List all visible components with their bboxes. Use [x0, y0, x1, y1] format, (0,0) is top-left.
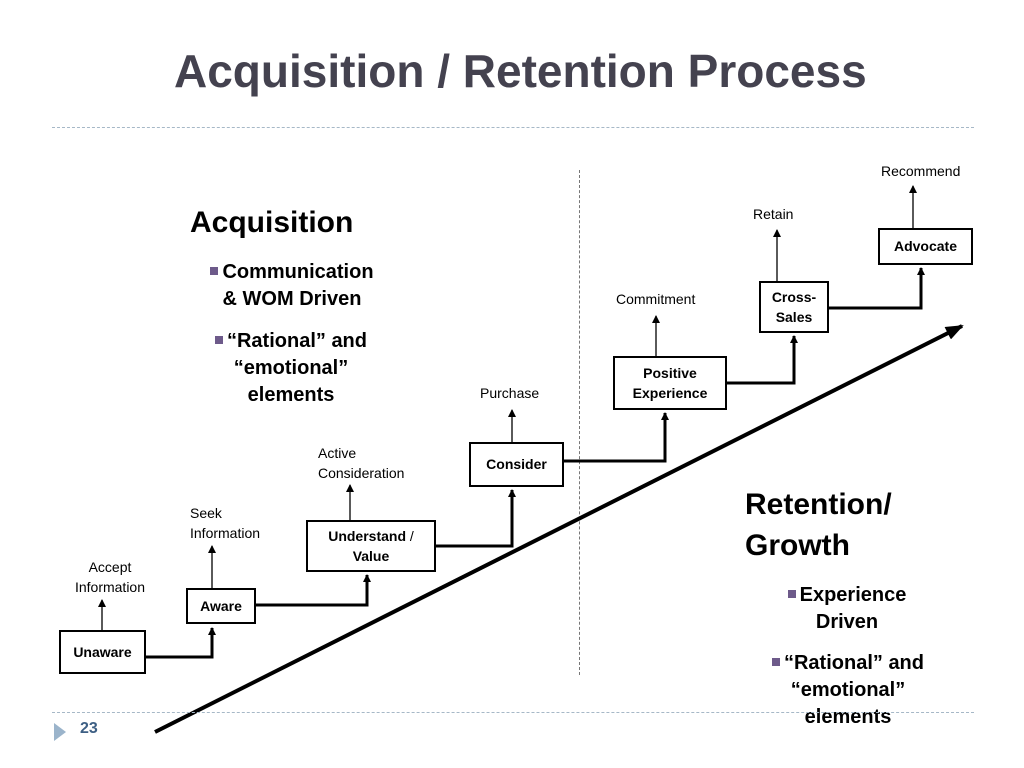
retention-heading: Retention/ Growth [745, 484, 892, 567]
bullet-square-icon [787, 590, 796, 598]
connector-understand-consider [436, 489, 516, 548]
acq-bullet1-line1: Communication [222, 261, 374, 283]
stage-unaware-label: Unaware [73, 643, 132, 660]
bullet-square-icon [214, 336, 223, 344]
acq-bullet2-line1: “Rational” and [226, 330, 367, 352]
acq-bullet2-line2: “emotional” [233, 357, 349, 379]
stage-aware-label: Aware [200, 597, 242, 614]
action-seek-line1: Seek [190, 505, 222, 521]
action-seek-information: Seek Information [190, 503, 260, 544]
acquisition-bullet-rational: “Rational” and “emotional” elements [196, 328, 386, 409]
stage-value-label: Value [352, 548, 390, 564]
action-purchase: Purchase [480, 385, 540, 401]
action-retain: Retain [753, 206, 794, 222]
stage-cross-label: Cross- [771, 288, 817, 305]
stage-positive-label: Positive [643, 364, 697, 381]
action-accept-line1: Accept [88, 559, 132, 575]
slide-arrow-icon [54, 723, 66, 741]
retention-bullet-rational: “Rational” and “emotional” elements [753, 650, 943, 731]
connector-aware-understand [256, 574, 371, 607]
retention-bullet-experience: Experience Driven [772, 582, 922, 636]
bottom-divider-line [52, 712, 974, 713]
stage-experience-label: Experience [632, 385, 708, 401]
stage-cross-sales: Cross- Sales [759, 281, 829, 333]
ret-bullet1-line1: Experience [799, 584, 907, 606]
connector-cross-advocate [829, 267, 925, 310]
connector-unaware-aware [146, 627, 216, 659]
ret-bullet2-line2: “emotional” [790, 679, 906, 701]
stage-consider: Consider [469, 442, 564, 487]
page-title: Acquisition / Retention Process [174, 45, 867, 97]
retention-heading-line2: Growth [745, 529, 850, 563]
action-active-consideration: Active Consideration [318, 443, 404, 484]
stage-understand-label: Understand [328, 527, 406, 544]
bullet-square-icon [210, 267, 219, 275]
acquisition-bullet-communication: Communication & WOM Driven [196, 259, 388, 313]
stage-positive-experience: Positive Experience [613, 356, 727, 410]
growth-arrow [154, 324, 964, 734]
ret-bullet2-line1: “Rational” and [783, 652, 924, 674]
stage-advocate: Advocate [878, 228, 973, 265]
acquisition-heading: Acquisition [190, 206, 354, 239]
page-number: 23 [80, 720, 98, 737]
acquisition-retention-divider [579, 170, 580, 675]
stage-sales-label: Sales [775, 309, 813, 325]
action-active-line1: Active [318, 445, 357, 461]
stage-understand-value: Understand / Value [306, 520, 436, 572]
acq-bullet1-line2: & WOM Driven [222, 288, 362, 310]
connector-positive-cross [727, 335, 798, 385]
stage-consider-label: Consider [486, 456, 547, 473]
top-divider-line [52, 127, 974, 128]
retention-heading-line1: Retention/ [745, 488, 892, 521]
stage-aware: Aware [186, 588, 256, 624]
action-commitment: Commitment [616, 291, 696, 307]
connector-consider-positive [564, 412, 669, 463]
action-seek-line2: Information [190, 525, 261, 542]
stage-unaware: Unaware [59, 630, 146, 674]
action-accept-information: Accept Information [60, 557, 160, 598]
ret-bullet1-line2: Driven [815, 611, 879, 633]
action-accept-line2: Information [74, 579, 146, 596]
ret-bullet2-line3: elements [804, 706, 892, 728]
bullet-square-icon [771, 658, 780, 666]
stage-understand-slash: / [409, 527, 414, 544]
acq-bullet2-line3: elements [247, 384, 335, 406]
action-active-line2: Consideration [318, 465, 405, 482]
action-recommend: Recommend [881, 163, 961, 179]
stage-advocate-label: Advocate [893, 238, 958, 255]
